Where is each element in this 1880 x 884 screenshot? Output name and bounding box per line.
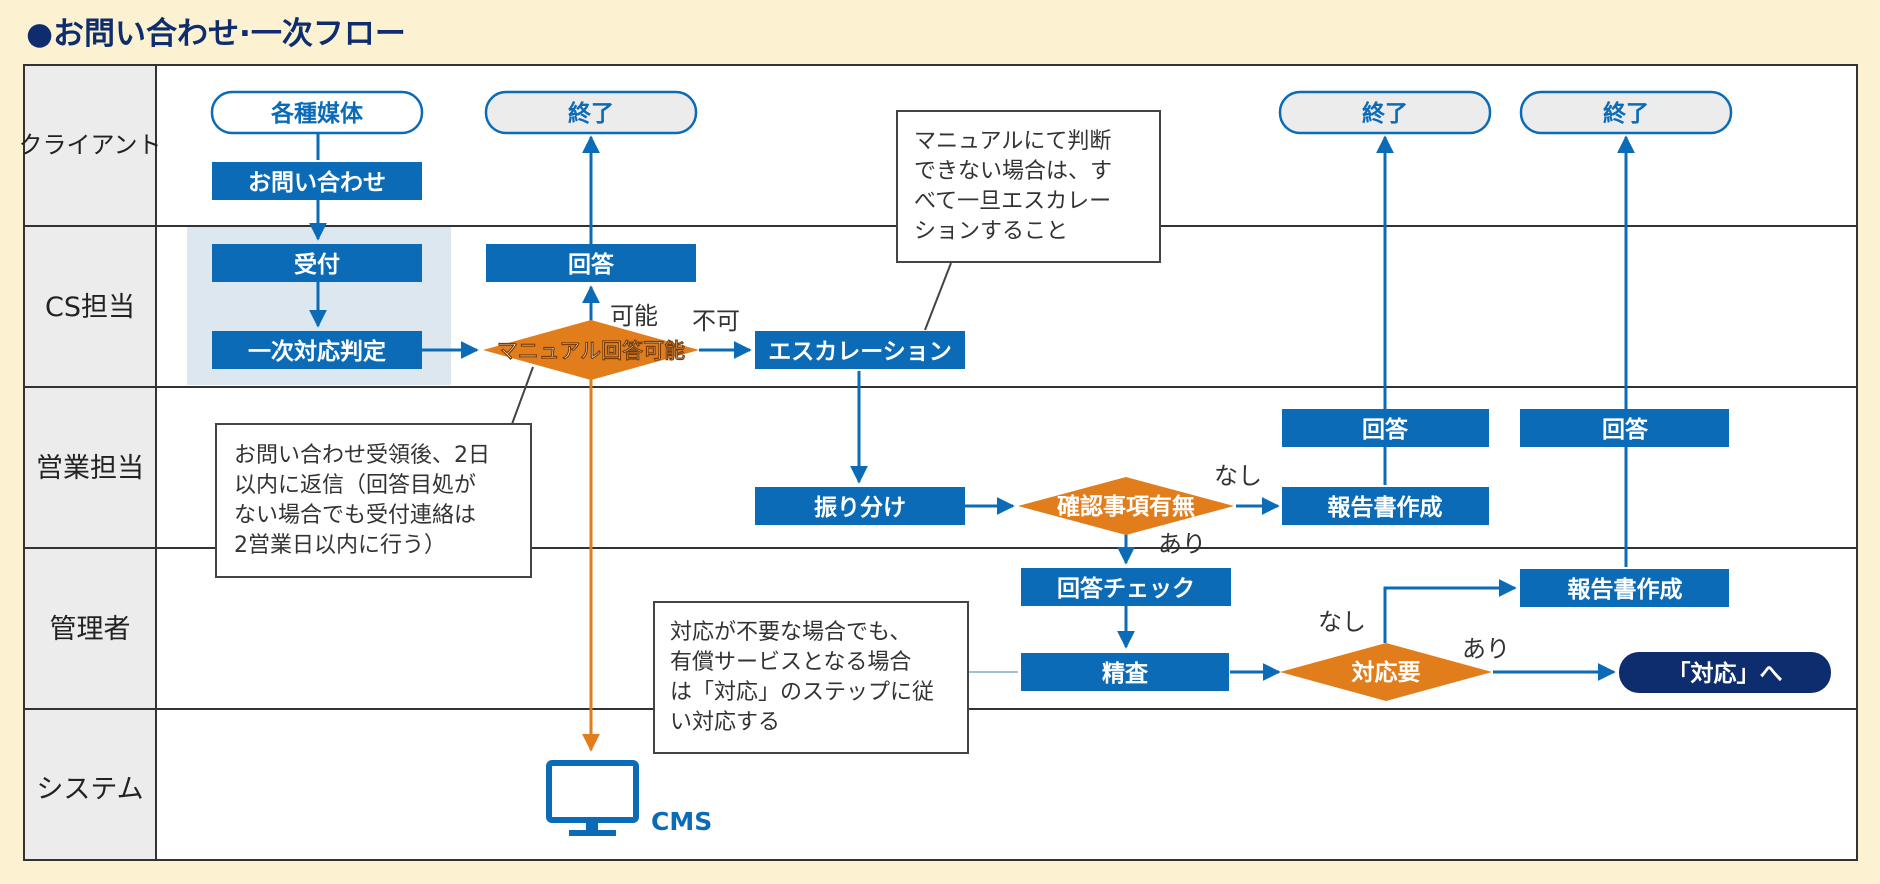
process-first-judge-label: 一次対応判定 [248, 338, 386, 365]
process-answer-check-label: 回答チェック [1057, 575, 1195, 602]
process-answer-cs-label: 回答 [568, 251, 615, 278]
callout-paid-note-line: 有償サービスとなる場合 [670, 650, 911, 675]
terminal-end-1-label: 終了 [568, 100, 614, 127]
process-escalation-label: エスカレーション [768, 339, 952, 365]
process-answer-sales-1 [1282, 409, 1489, 447]
process-scrutiny-label: 精査 [1102, 661, 1148, 687]
lane-label-client: クライアント [18, 131, 161, 159]
callout-paid-note: 対応が不要な場合でも、 有償サービスとなる場合 は「対応」のステップに従 い対応… [653, 601, 969, 754]
process-answer-sales-2 [1520, 409, 1729, 447]
lane-label-system: システム [36, 774, 143, 805]
process-answer-sales-2-label: 回答 [1602, 416, 1649, 443]
process-answer-sales-1-label: 回答 [1362, 416, 1409, 443]
process-report-2-label: 報告書作成 [1568, 576, 1683, 603]
process-distribute-label: 振り分け [814, 494, 906, 521]
process-first-judge [212, 331, 422, 369]
terminal-end-3 [1519, 90, 1733, 135]
process-scrutiny [1021, 653, 1229, 691]
process-inquiry-label: お問い合わせ [248, 169, 386, 196]
terminal-to-action-label: 「対応」へ [1668, 660, 1783, 687]
terminal-end-2 [1278, 90, 1492, 135]
decision-manual-check-label: マニュアル回答可能 [497, 339, 685, 363]
process-reception-label: 受付 [294, 251, 340, 278]
callout-manual-note-line: マニュアルにて判断 [914, 129, 1111, 154]
callout-paid-note-line: い対応する [670, 710, 780, 735]
terminal-end-3-label: 終了 [1603, 100, 1649, 127]
edge-label-none-1: なし [1214, 462, 1262, 490]
edge-label-possible: 可能 [610, 302, 658, 330]
process-distribute [755, 487, 965, 525]
process-report-1-label: 報告書作成 [1328, 494, 1443, 521]
terminal-end-2-label: 終了 [1362, 100, 1408, 127]
edge-label-yes-2: あり [1462, 635, 1510, 663]
lane-label-manager: 管理者 [50, 614, 131, 645]
page-title: ●お問い合わせ·一次フロー [26, 16, 406, 52]
callout-reply-note: お問い合わせ受領後、2日 以内に返信（回答目処が ない場合でも受付連絡は 2営業… [215, 423, 532, 578]
callout-paid-note-line: 対応が不要な場合でも、 [670, 620, 911, 645]
callout-reply-note-line: ない場合でも受付連絡は [234, 503, 476, 528]
connectors [309, 133, 1635, 681]
process-reception [212, 244, 422, 282]
decision-confirm-items [1018, 477, 1234, 535]
monitor-icon [546, 760, 639, 836]
lane-label-sales: 営業担当 [36, 453, 144, 484]
callout-reply-note-line: お問い合わせ受領後、2日 [234, 443, 490, 468]
process-report-2 [1520, 569, 1729, 607]
edge-label-yes-1: あり [1158, 530, 1206, 558]
callout-leaders [511, 262, 1018, 673]
callout-paid-note-line: は「対応」のステップに従 [670, 680, 934, 705]
decision-confirm-items-label: 確認事項有無 [1057, 493, 1195, 520]
callout-manual-note: マニュアルにて判断 できない場合は、す べて一旦エスカレー ションすること [896, 110, 1161, 263]
decision-action-needed-label: 対応要 [1352, 659, 1421, 686]
terminal-to-action [1619, 652, 1831, 693]
callout-manual-note-line: べて一旦エスカレー [914, 189, 1111, 214]
edge-label-none-2: なし [1318, 608, 1366, 636]
lane-label-cs: CS担当 [45, 292, 135, 323]
terminal-media-label: 各種媒体 [270, 100, 364, 127]
process-report-1 [1282, 487, 1489, 525]
cms-label: CMS [651, 807, 712, 836]
terminal-end-1 [484, 90, 698, 135]
decision-manual-check [483, 320, 699, 380]
edge-label-impossible: 不可 [692, 307, 740, 335]
decision-action-needed [1280, 643, 1492, 701]
process-inquiry [212, 162, 422, 200]
terminal-media [210, 90, 424, 135]
callout-manual-note-line: ションすること [914, 219, 1068, 244]
callout-reply-note-line: 以内に返信（回答目処が [234, 473, 476, 498]
process-answer-check [1021, 568, 1231, 606]
callout-reply-note-line: 2営業日以内に行う） [234, 533, 446, 558]
callout-manual-note-line: できない場合は、す [914, 159, 1112, 184]
process-escalation [755, 331, 965, 369]
process-answer-cs [486, 244, 696, 282]
